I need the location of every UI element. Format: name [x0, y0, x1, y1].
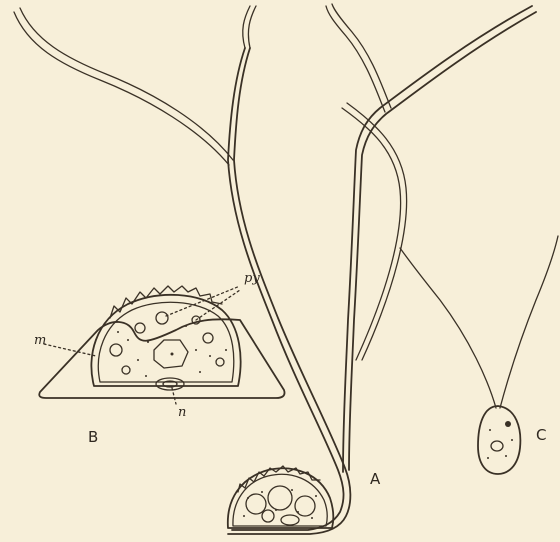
swarmer-eyespot [505, 421, 511, 427]
cell-a-granule-2 [268, 486, 292, 510]
figure-c [400, 236, 558, 474]
stalk-a-right-wall [228, 48, 350, 534]
stalk-a-branch-top-b [332, 4, 391, 108]
cell-a-nucleus [281, 515, 299, 525]
figure-a [14, 4, 536, 534]
cell-a-spines [238, 466, 320, 492]
cell-a-granule-4 [262, 510, 274, 522]
stalk-a-branch-right-inner [349, 12, 536, 470]
stalk-a-branch-top-left-b [248, 6, 256, 48]
swarmer-body [478, 406, 520, 474]
cell-b-granule-1 [110, 344, 122, 356]
cell-b-pyrenoid-2 [135, 323, 145, 333]
cell-b-pyrenoid-1 [156, 312, 168, 324]
figure-b [39, 286, 284, 404]
cell-b-nucleus [156, 378, 184, 390]
label-m: m [34, 334, 46, 347]
cell-b-granule-5 [122, 366, 130, 374]
label-c: C [536, 428, 546, 443]
cell-b-granule-2 [203, 333, 213, 343]
label-py: py [244, 272, 260, 285]
flagellum-right [500, 236, 558, 408]
stalk-a-left-wall [228, 48, 344, 530]
label-a: A [370, 472, 380, 487]
stalk-a-branch-left-a [14, 12, 229, 165]
flagellum-left [400, 248, 496, 408]
stalk-a-branch-top-a [326, 6, 385, 112]
swarmer-nucleus [491, 441, 503, 451]
leader-m [44, 344, 96, 356]
cell-a-granule-1 [246, 494, 266, 514]
cell-a [228, 466, 334, 528]
label-n: n [178, 406, 186, 419]
cell-b-granule-3 [216, 358, 224, 366]
label-b: B [88, 430, 98, 445]
